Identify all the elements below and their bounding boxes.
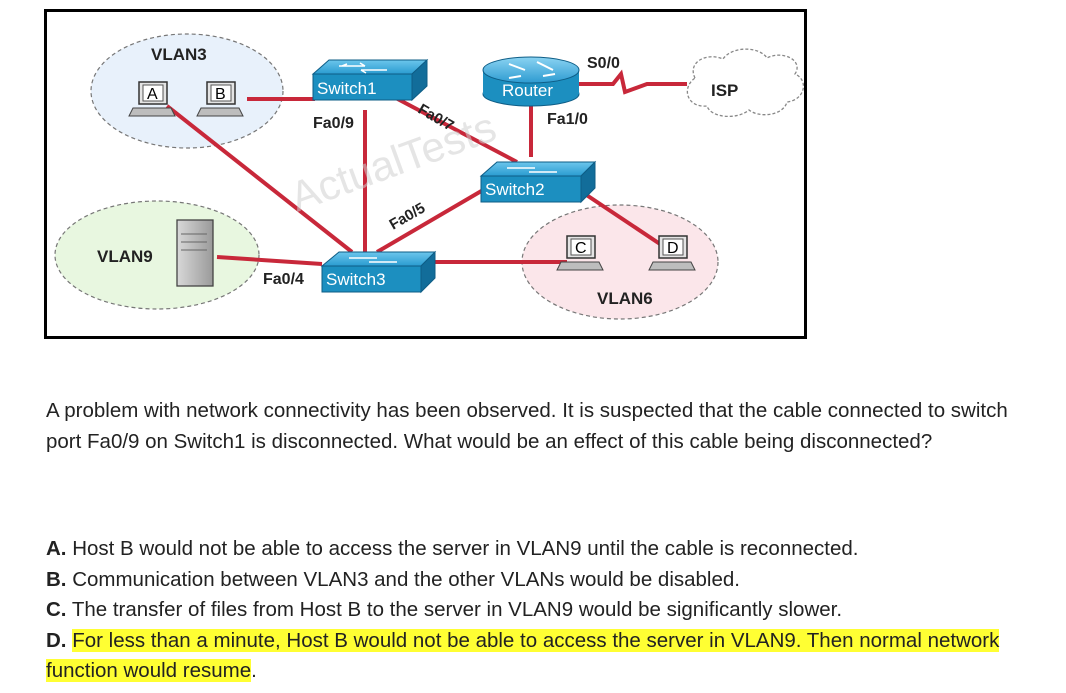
host-a[interactable]: A — [128, 81, 176, 117]
port-fa05-label: Fa0/5 — [387, 200, 429, 234]
host-c-label: C — [575, 240, 587, 257]
port-fa09-label: Fa0/9 — [313, 115, 354, 132]
answer-d-end: . — [251, 659, 257, 682]
router-arrows-icon — [508, 61, 556, 79]
host-d-label: D — [667, 240, 679, 257]
vlan3-zone — [90, 33, 284, 149]
switch3-label: Switch3 — [326, 270, 386, 289]
switch2[interactable]: Switch2 — [479, 160, 597, 204]
answer-b-letter: B. — [46, 567, 67, 591]
host-b[interactable]: B — [196, 81, 244, 117]
isp-cloud — [686, 48, 804, 117]
host-d[interactable]: D — [648, 235, 696, 271]
question-text: A problem with network connectivity has … — [46, 399, 1008, 453]
link-server-switch3 — [216, 255, 323, 266]
answer-c[interactable]: C. The transfer of files from Host B to … — [46, 595, 1056, 626]
diagram-canvas: ActualTests Switch1 Router Switch2 — [54, 33, 804, 320]
isp-label: ISP — [711, 81, 738, 100]
port-fa04-label: Fa0/4 — [263, 271, 304, 288]
switch1-label: Switch1 — [317, 79, 377, 98]
answer-list: A. Host B would not be able to access th… — [46, 534, 1056, 687]
vlan9-label: VLAN9 — [97, 247, 153, 266]
router[interactable]: Router — [482, 56, 580, 107]
port-fa10-label: Fa1/0 — [547, 111, 588, 128]
answer-a-letter: A. — [46, 537, 67, 560]
switch2-label: Switch2 — [485, 180, 545, 199]
answer-c-letter: C. — [46, 598, 67, 621]
vlan9-zone — [54, 200, 260, 310]
answer-c-text: The transfer of files from Host B to the… — [66, 598, 843, 621]
answer-d[interactable]: D. For less than a minute, Host B would … — [46, 626, 1056, 687]
answer-b-text: Communication between VLAN3 and the othe… — [66, 567, 740, 591]
host-a-label: A — [147, 86, 158, 103]
switch1[interactable]: Switch1 — [311, 58, 429, 102]
answer-b[interactable]: B. Communication between VLAN3 and the o… — [46, 565, 1056, 596]
vlan3-label: VLAN3 — [151, 45, 207, 64]
switch1-arrows-icon — [339, 62, 387, 74]
link-a-switch3 — [165, 104, 354, 254]
answer-a-text: Host B would not be able to access the s… — [66, 537, 859, 560]
link-router-isp — [579, 69, 687, 95]
link-switch1-switch2 — [391, 94, 518, 164]
host-b-label: B — [215, 86, 226, 103]
answer-d-letter: D. — [46, 628, 67, 652]
port-s00-label: S0/0 — [587, 55, 620, 72]
host-c[interactable]: C — [556, 235, 604, 271]
switch2-arrows-icon — [507, 167, 557, 173]
answer-a[interactable]: A. Host B would not be able to access th… — [46, 534, 1056, 565]
vlan6-label: VLAN6 — [597, 289, 653, 308]
server-vlan9[interactable] — [176, 219, 214, 287]
answer-d-text-highlighted: For less than a minute, Host B would not… — [46, 628, 1000, 682]
router-label: Router — [502, 81, 553, 100]
switch3[interactable]: Switch3 — [320, 250, 437, 294]
network-diagram: ActualTests Switch1 Router Switch2 — [44, 9, 807, 339]
switch3-arrows-icon — [349, 257, 397, 263]
